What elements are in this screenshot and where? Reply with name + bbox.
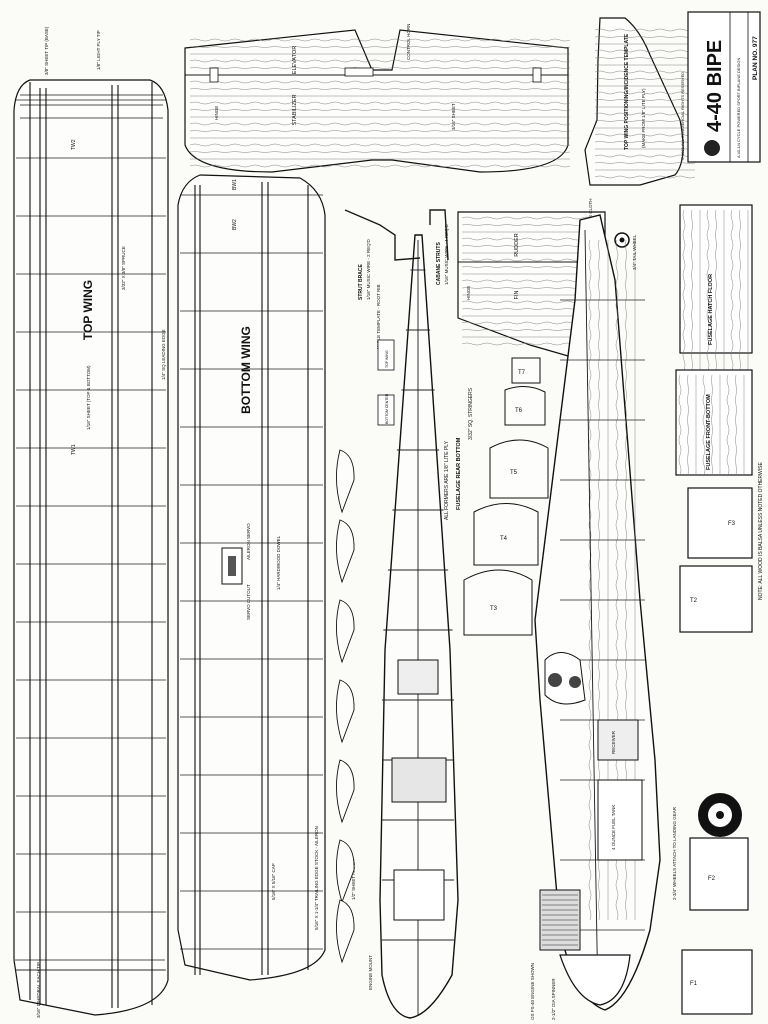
- copyright-note: © 1991 ALL COMMERCIAL RIGHTS RESERVED: [680, 72, 685, 160]
- wing-template-label: ANGLE TEMPLATE - ROOT RIB: [376, 284, 381, 350]
- strut-brace-note: 1/16" MUSIC WIRE - 2 REQ'D: [366, 239, 371, 300]
- elevator-horn-label: CONTROL HORN: [406, 24, 411, 60]
- rudder-label: RUDDER: [514, 233, 520, 257]
- title-block: 4-40 BIPE A 40-1/4 CYCLE POWERED SPORT B…: [680, 11, 764, 600]
- strut-brace-title: STRUT BRACE: [358, 264, 364, 300]
- former-f2-label: F2: [708, 876, 716, 882]
- former-templates: T7 T6 T5 T4 T3: [336, 357, 549, 964]
- engine-label: OS FS-40 ENGINE SHOWN: [530, 963, 535, 1020]
- receiver-label: RECEIVER: [611, 730, 616, 754]
- hatch-floor-title: FUSELAGE HATCH FLOOR: [708, 274, 714, 345]
- rear-bottom-title: FUSELAGE REAR BOTTOM: [456, 437, 462, 510]
- top-wing-title: TOP WING: [81, 280, 95, 340]
- former-t3-label: T3: [490, 606, 498, 612]
- wood-note: NOTE: ALL WOOD IS BALSA UNLESS NOTED OTH…: [758, 462, 764, 600]
- fuselage-side-view: 4 OUNCE FUEL TANK RECEIVER 2-3/4" WHEELS…: [534, 214, 742, 1011]
- top-wing-rib-label: TW2: [71, 139, 77, 150]
- stabilizer-hinge-label: HINGE: [214, 106, 219, 120]
- former-f3-label: F3: [728, 521, 736, 527]
- tail-wheel-label: 3/4" TAIL WHEEL: [632, 234, 637, 270]
- former-t2-label: T2: [690, 598, 698, 604]
- plan-title: 4-40 BIPE: [704, 40, 726, 132]
- bottom-wing-dowel-label: 1/4" HARDWOOD DOWEL: [276, 535, 281, 590]
- stringers-label: 3/32" SQ. STRINGERS: [468, 387, 474, 440]
- stabilizer-elevator: STABILIZER ELEVATOR HINGE CONTROL HORN 3…: [184, 24, 571, 173]
- fuselage-top-view: 3/32" SQ. STRINGERS ALL FORMERS ARE 1/8"…: [351, 234, 474, 1019]
- glass-cloth-label: GLASS CLOTH: [588, 198, 593, 230]
- former-f1-label: F1: [690, 981, 698, 987]
- spinner-label: 2-1/2" DIA SPINNER: [551, 978, 556, 1020]
- plan-number: PLAN NO. 977: [752, 36, 759, 80]
- former-t6-label: T6: [515, 408, 523, 414]
- top-wing-leading-edge-label: 1/4" SQ LEADING EDGE: [161, 329, 166, 380]
- fin-label: FIN: [514, 291, 520, 300]
- top-wing-dihedral-label: 3/16" DIHEDRAL EACH TIP: [36, 962, 41, 1018]
- bottom-wing-servo-cutout-label: SERVO CUTOUT: [246, 584, 251, 620]
- bottom-wing-title: BOTTOM WING: [239, 326, 253, 414]
- bottom-wing-trailing-edge-label: 5/16" X 1-1/4" TRAILING EDGE STOCK - AIL…: [314, 826, 319, 930]
- stabilizer-label: STABILIZER: [292, 94, 298, 125]
- fin-hinge-label: HINGE: [466, 286, 471, 300]
- top-wing-spar-label: 3/32" X 3/8" SPRUCE: [121, 246, 126, 290]
- former-t4-label: T4: [500, 536, 508, 542]
- bottom-wing-cap-label: 5/16" X 5/16" CAP: [271, 863, 276, 900]
- top-wing-rib-label: TW1: [71, 444, 77, 455]
- hardware-parts: STRUT BRACE 1/16" MUSIC WIRE - 2 REQ'D C…: [344, 209, 449, 426]
- bottom-wing-rib-label: BW2: [232, 219, 238, 230]
- fuel-tank-label: 4 OUNCE FUEL TANK: [611, 805, 616, 850]
- incidence-template-material: (MAKE FROM 1/8" LITE PLY): [641, 88, 646, 148]
- designer-logo-icon: [704, 140, 720, 156]
- top-wing: TOP WING TW1 TW2 1/4" SQ LEADING EDGE 3/…: [13, 26, 169, 1018]
- incidence-template: TOP WING POSITIONING/INCIDENCE TEMPLATE …: [584, 17, 696, 186]
- landing-gear-label: 2-3/4" WHEELS ATTACH TO LANDING GEAR: [672, 806, 677, 900]
- elevator-label: ELEVATOR: [292, 46, 298, 74]
- top-wing-sheeting-label: 1/16" SHEET (TOP & BOTTOM): [86, 365, 91, 430]
- fuselage-hatch-label: 1/2" SHEET HATCH: [351, 860, 356, 900]
- former-t7-label: T7: [518, 370, 526, 376]
- bottom-wing: BOTTOM WING BW1 BW2 5/16" X 5/16" CAP SE…: [177, 174, 326, 981]
- top-wing-template-label: TOP WING: [385, 350, 389, 368]
- former-t5-label: T5: [510, 470, 518, 476]
- engine-mount-label: ENGINE MOUNT: [368, 955, 373, 990]
- top-wing-tip-label: 1/8" LIGHT PLY TIP: [96, 30, 101, 70]
- plan-subtitle: A 40-1/4 CYCLE POWERED SPORT BIPLANE DES…: [736, 58, 741, 158]
- fuselage-sheet-parts: FUSELAGE HATCH FLOOR FUSELAGE FRONT-BOTT…: [675, 204, 753, 1015]
- bottom-wing-rib-label: BW1: [232, 179, 238, 190]
- bottom-center-template-label: BOTTOM CENTER: [385, 393, 389, 424]
- formers-note: ALL FORMERS ARE 1/8" LITE PLY: [444, 440, 450, 520]
- incidence-template-title: TOP WING POSITIONING/INCIDENCE TEMPLATE: [624, 33, 630, 150]
- engine-illustration: OS FS-40 ENGINE SHOWN 2-1/2" DIA SPINNER: [530, 889, 631, 1020]
- bottom-wing-servo-label: AILERON SERVO: [246, 523, 251, 560]
- cabane-struts-note: 1/16" MUSIC WIRE - 4 REQ'D: [444, 224, 449, 285]
- cabane-struts-title: CABANE STRUTS: [436, 242, 442, 285]
- top-wing-tip-base-label: 3/8" SHEET TIP (BASE): [44, 26, 49, 75]
- stabilizer-sheet-label: 3/16" SHEET: [451, 103, 456, 130]
- front-bottom-title: FUSELAGE FRONT-BOTTOM: [706, 394, 712, 470]
